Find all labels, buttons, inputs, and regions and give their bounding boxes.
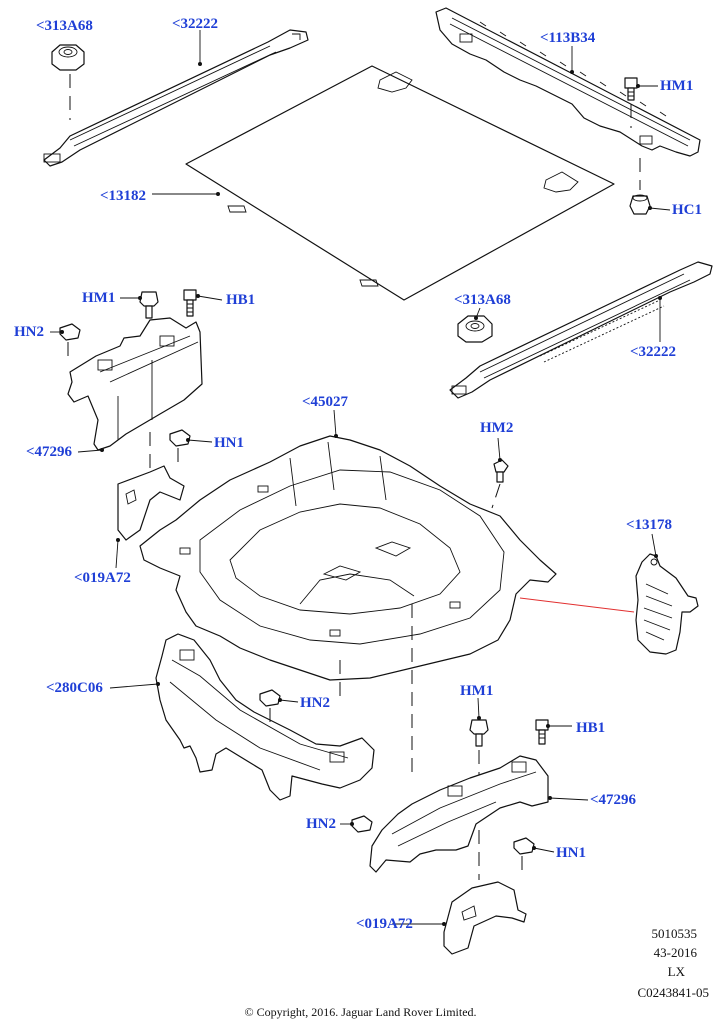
callout-hb1-left[interactable]: HB1 [226,292,256,308]
callout-13178[interactable]: <13178 [626,517,673,533]
callout-hn2-centre[interactable]: HN2 [300,695,330,711]
fastener-hm1-left [139,291,159,319]
fastener-hc1 [629,194,651,215]
fastener-hb1-lower [535,719,549,745]
callout-32222-top[interactable]: <32222 [172,16,219,32]
callout-45027[interactable]: <45027 [302,394,349,410]
callout-019A72-lower[interactable]: <019A72 [356,916,413,932]
callout-280C06[interactable]: <280C06 [46,680,103,696]
part-019A72-lower-bracket [443,881,527,955]
callout-47296-lower[interactable]: <47296 [590,792,637,808]
callout-313A68-right[interactable]: <313A68 [454,292,511,308]
callout-13182[interactable]: <13182 [100,188,147,204]
part-019A72-left-bracket [117,465,185,541]
callout-hn2-lower[interactable]: HN2 [306,816,336,832]
fastener-hm1-top [624,77,638,101]
part-13182-load-floor [185,65,615,301]
fastener-hn2-lower [351,815,373,833]
callout-hm1-lower[interactable]: HM1 [460,683,494,699]
fastener-hn1-left [169,429,191,447]
part-47296-left-bracket [67,317,203,451]
part-32222-right-trim [449,261,713,399]
fastener-hb1-left [183,289,197,317]
callout-hb1-lower[interactable]: HB1 [576,720,606,736]
fastener-hn2-centre [259,689,281,707]
callout-hm1-left[interactable]: HM1 [82,290,116,306]
drawing-date: 43-2016 [653,945,697,960]
fastener-hm1-lower [469,719,489,747]
callout-113B34[interactable]: <113B34 [540,30,596,46]
callout-hm1-top[interactable]: HM1 [660,78,694,94]
callout-hn1-left[interactable]: HN1 [214,435,244,451]
callout-313A68-top[interactable]: <313A68 [36,18,93,34]
leader-lines [50,30,671,926]
part-32222-top-trim [43,29,309,167]
copyright-notice: © Copyright, 2016. Jaguar Land Rover Lim… [244,1005,477,1019]
fastener-hn2-left [59,323,81,341]
red-reference-line [519,597,635,613]
part-280C06-bracket [155,633,375,801]
drawing-number: 5010535 [651,926,698,941]
part-313A68-right [457,315,493,343]
part-113B34-trim [435,7,701,157]
callout-019A72-left[interactable]: <019A72 [74,570,131,586]
part-45027-floor-tub [139,435,557,681]
callout-47296-left[interactable]: <47296 [26,444,73,460]
part-13178-plate [635,553,699,655]
callout-hn1-lower[interactable]: HN1 [556,845,586,861]
part-313A68-top [51,44,85,71]
callout-hn2-left[interactable]: HN2 [14,324,44,340]
callout-32222-right[interactable]: <32222 [630,344,677,360]
fastener-hn1-lower [513,837,535,855]
callout-hc1[interactable]: HC1 [672,202,702,218]
vehicle-code: LX [667,964,685,979]
illustration-id: C0243841-05 [637,985,710,1000]
callout-hm2[interactable]: HM2 [480,420,514,436]
fastener-hm2 [493,459,509,483]
part-47296-lower-bracket [369,755,549,873]
